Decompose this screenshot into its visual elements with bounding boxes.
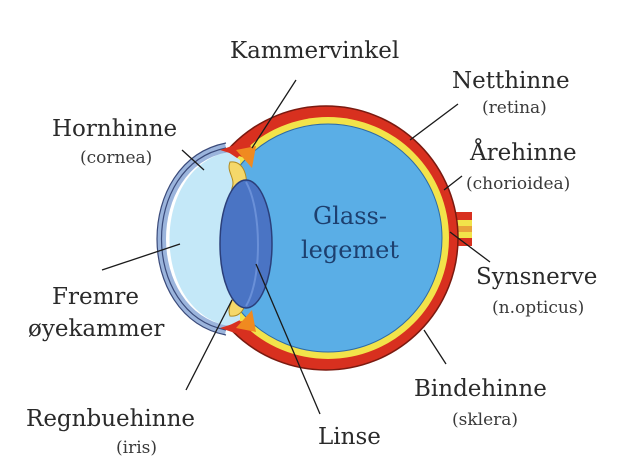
label-glass-line1: Glass- xyxy=(290,204,410,228)
label-arehinne-sub: (chorioidea) xyxy=(466,176,570,193)
label-linse: Linse xyxy=(318,426,381,449)
label-kammervinkel: Kammervinkel xyxy=(230,40,399,63)
label-synsnerve-sub: (n.opticus) xyxy=(492,300,584,317)
label-glass-line2: legemet xyxy=(290,238,410,262)
label-arehinne: Årehinne xyxy=(470,142,577,165)
label-bindehinne-sub: (sklera) xyxy=(452,412,518,429)
label-synsnerve: Synsnerve xyxy=(476,266,597,289)
label-bindehinne: Bindehinne xyxy=(414,378,547,401)
label-fremre-line1: Fremre xyxy=(52,286,139,309)
label-hornhinne-sub: (cornea) xyxy=(80,150,152,167)
label-fremre-line2: øyekammer xyxy=(28,318,164,341)
lens xyxy=(220,180,272,308)
label-netthinne-sub: (retina) xyxy=(482,100,547,117)
label-regnbuehinne: Regnbuehinne xyxy=(26,408,195,431)
label-hornhinne: Hornhinne xyxy=(52,118,177,141)
label-netthinne: Netthinne xyxy=(452,70,570,93)
label-regnbuehinne-sub: (iris) xyxy=(116,440,157,457)
